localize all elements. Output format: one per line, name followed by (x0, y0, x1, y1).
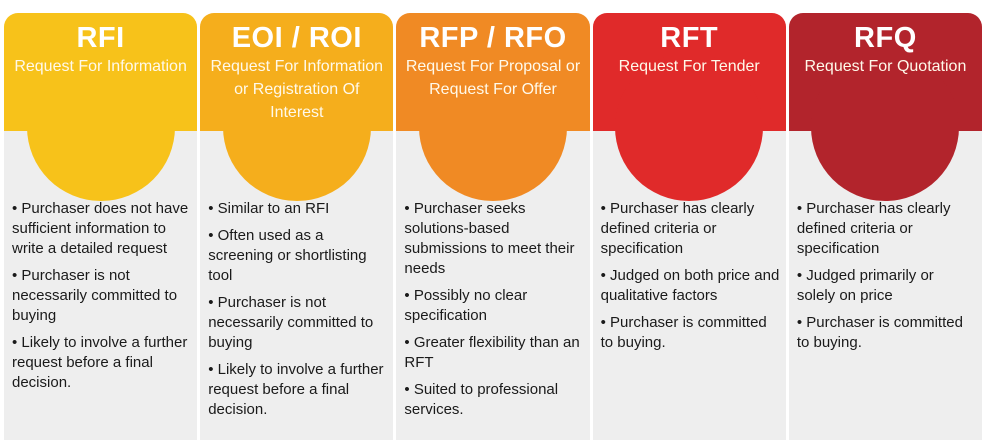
column-full-name: Request For Information or Registration … (210, 58, 384, 121)
header-text: RFQ Request For Quotation (789, 21, 982, 78)
header-bump (222, 53, 371, 201)
header-text: RFI Request For Information (4, 21, 197, 78)
bullet-item: Judged on both price and qualitative fac… (601, 266, 780, 306)
header-text: RFP / RFO Request For Proposal or Reques… (396, 21, 589, 101)
column-rfp-rfo: RFP / RFO Request For Proposal or Reques… (396, 13, 590, 440)
bullet-item: Similar to an RFI (208, 199, 387, 219)
bullet-item: Purchaser has clearly defined criteria o… (797, 199, 976, 259)
column-abbr: RFQ (854, 22, 917, 54)
column-full-name: Request For Proposal or Request For Offe… (405, 58, 581, 98)
column-abbr: RFI (76, 22, 125, 54)
bullet-list: Purchaser has clearly defined criteria o… (797, 199, 976, 360)
bullet-item: Judged primarily or solely on price (797, 266, 976, 306)
procurement-types-diagram: RFI Request For Information Purchaser do… (4, 13, 983, 440)
bullet-list: Similar to an RFI Often used as a screen… (208, 199, 387, 427)
header-text: EOI / ROI Request For Information or Reg… (200, 21, 393, 124)
column-abbr: RFT (660, 22, 719, 54)
column-eoi-roi: EOI / ROI Request For Information or Reg… (200, 13, 394, 440)
bullet-item: Purchaser is not necessarily committed t… (208, 293, 387, 353)
bullet-list: Purchaser does not have sufficient infor… (12, 199, 191, 400)
column-full-name: Request For Information (14, 58, 187, 75)
header-bump (26, 53, 175, 201)
bullet-item: Purchaser has clearly defined criteria o… (601, 199, 780, 259)
bullet-item: Likely to involve a further request befo… (208, 360, 387, 420)
bullet-list: Purchaser has clearly defined criteria o… (601, 199, 780, 360)
bullet-item: Likely to involve a further request befo… (12, 333, 191, 393)
bullet-item: Purchaser is committed to buying. (797, 313, 976, 353)
bullet-item: Greater flexibility than an RFT (404, 333, 583, 373)
column-full-name: Request For Quotation (804, 58, 967, 75)
column-rft: RFT Request For Tender Purchaser has cle… (592, 13, 786, 440)
bullet-item: Often used as a screening or shortlistin… (208, 226, 387, 286)
bullet-item: Purchaser is committed to buying. (601, 313, 780, 353)
header-bump (419, 53, 567, 201)
column-rfq: RFQ Request For Quotation Purchaser has … (788, 13, 983, 440)
bullet-item: Purchaser does not have sufficient infor… (12, 199, 191, 259)
bullet-item: Purchaser is not necessarily committed t… (12, 266, 191, 326)
column-rfi: RFI Request For Information Purchaser do… (4, 13, 198, 440)
column-abbr: EOI / ROI (231, 22, 362, 54)
column-full-name: Request For Tender (618, 58, 760, 75)
bullet-list: Purchaser seeks solutions-based submissi… (404, 199, 583, 427)
bullet-item: Possibly no clear specification (404, 286, 583, 326)
header-bump (615, 53, 764, 201)
header-text: RFT Request For Tender (593, 21, 786, 78)
header-bump (811, 53, 960, 201)
bullet-item: Suited to professional services. (404, 380, 583, 420)
bullet-item: Purchaser seeks solutions-based submissi… (404, 199, 583, 279)
column-abbr: RFP / RFO (419, 22, 567, 54)
